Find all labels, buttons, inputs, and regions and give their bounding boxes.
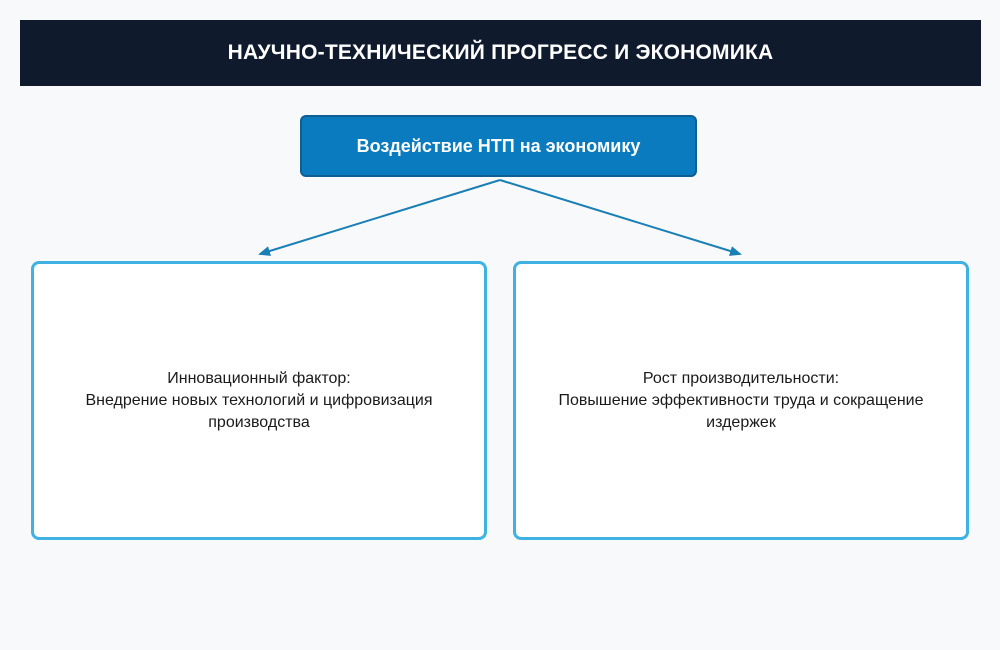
child-node-description: Повышение эффективности труда и сокращен… [558,391,924,431]
connector-left-arrow [258,179,501,256]
diagram-header: НАУЧНО-ТЕХНИЧЕСКИЙ ПРОГРЕСС И ЭКОНОМИКА [20,20,981,86]
root-node: Воздействие НТП на экономику [300,115,697,177]
child-node-text: Инновационный фактор: Внедрение новых те… [74,368,444,434]
root-node-label: Воздействие НТП на экономику [356,135,641,156]
child-node-heading: Инновационный фактор: [167,369,351,387]
connector-right-arrow [499,179,742,256]
child-node-heading: Рост производительности: [642,369,840,387]
child-node-productivity: Рост производительности: Повышение эффек… [513,261,969,540]
diagram-title: НАУЧНО-ТЕХНИЧЕСКИЙ ПРОГРЕСС И ЭКОНОМИКА [227,41,774,64]
child-node-innovation: Инновационный фактор: Внедрение новых те… [31,261,487,540]
child-node-text: Рост производительности: Повышение эффек… [556,368,926,434]
child-node-description: Внедрение новых технологий и цифровизаци… [85,391,433,431]
